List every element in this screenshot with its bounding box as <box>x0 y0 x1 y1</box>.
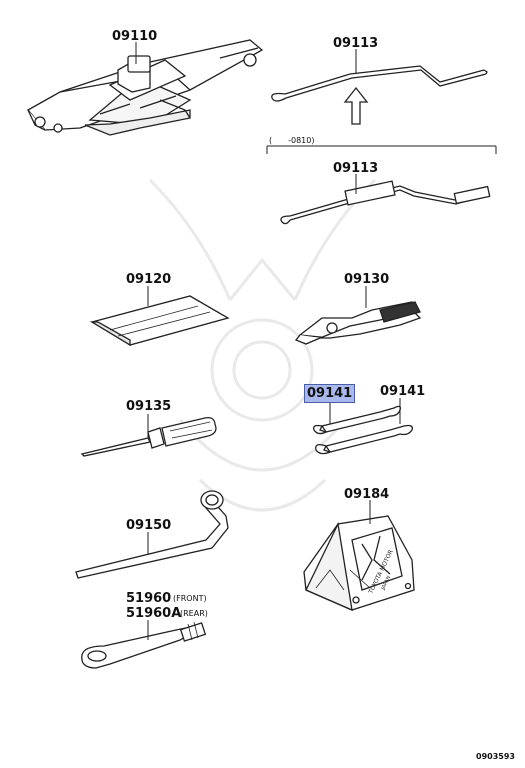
part-number-09120[interactable]: 09120 <box>126 272 172 287</box>
part-number-09184[interactable]: 09184 <box>344 487 390 502</box>
rear-qualifier: (REAR) <box>180 609 208 618</box>
pliers[interactable] <box>294 301 422 345</box>
jack-handle-lower[interactable] <box>280 180 491 225</box>
part-number-09130[interactable]: 09130 <box>344 272 390 287</box>
screwdriver[interactable] <box>80 416 217 457</box>
part-number-09135[interactable]: 09135 <box>126 399 172 414</box>
part-number-51960a[interactable]: 51960A <box>126 606 182 621</box>
warning-triangle[interactable] <box>303 515 415 612</box>
watermark-emblem <box>148 178 377 512</box>
diagram-code: 0903593 <box>476 752 515 761</box>
wrench-upper[interactable] <box>313 405 402 435</box>
arrow-up-icon <box>343 86 369 125</box>
wrench-lower[interactable] <box>315 424 413 455</box>
scissor-jack[interactable] <box>26 39 264 136</box>
jack-handle-bar[interactable] <box>75 490 229 579</box>
part-number-09141-highlighted[interactable]: 09141 <box>303 384 356 403</box>
tool-bag[interactable] <box>89 295 230 347</box>
date-range-label: ( -0810) <box>269 136 315 145</box>
part-number-51960[interactable]: 51960 <box>126 591 172 606</box>
front-qualifier: (FRONT) <box>173 594 207 603</box>
part-number-09113-lower[interactable]: 09113 <box>333 161 379 176</box>
part-number-09110[interactable]: 09110 <box>112 29 158 44</box>
date-range-bracket <box>266 145 497 154</box>
tow-hook[interactable] <box>81 621 207 669</box>
part-number-09113-top[interactable]: 09113 <box>333 36 379 51</box>
part-number-09150[interactable]: 09150 <box>126 518 172 533</box>
part-number-09141[interactable]: 09141 <box>380 384 426 399</box>
jack-handle-top[interactable] <box>271 65 488 102</box>
